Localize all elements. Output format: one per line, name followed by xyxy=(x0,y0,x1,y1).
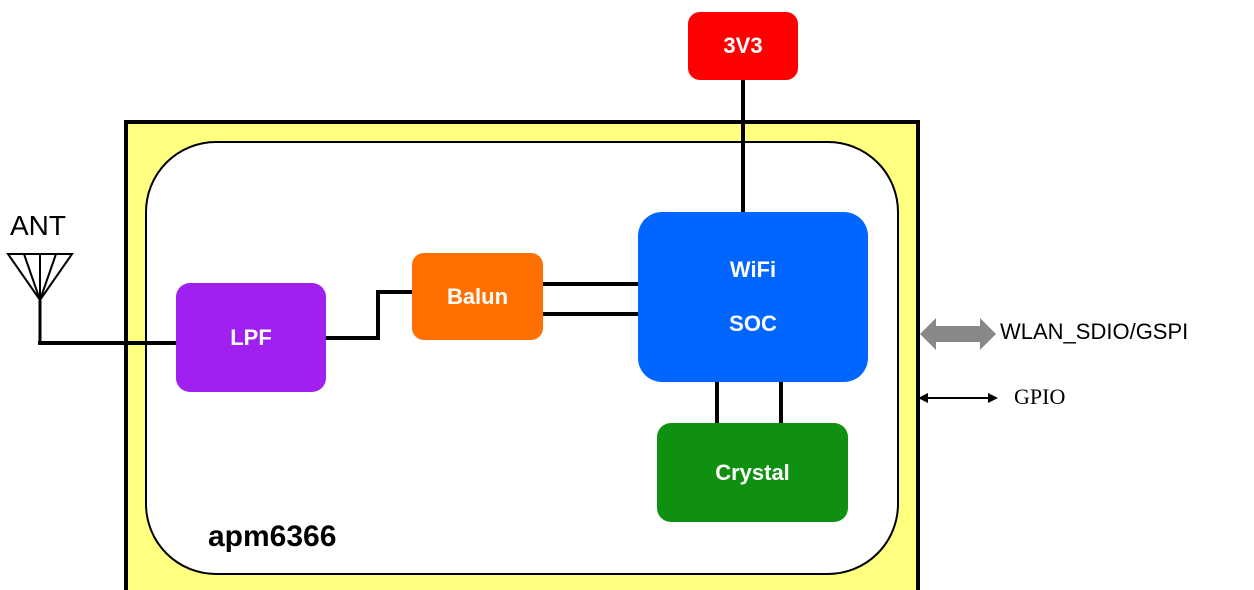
bus-interface-label: WLAN_SDIO/GSPI xyxy=(1000,319,1189,344)
crystal-block: Crystal xyxy=(657,423,848,522)
antenna-label: ANT xyxy=(10,210,66,241)
balun-block: Balun xyxy=(412,253,543,340)
soc-label-line2: SOC xyxy=(729,311,777,336)
antenna-icon xyxy=(6,253,74,343)
lpf-balun-line xyxy=(324,290,414,340)
module-name: apm6366 xyxy=(208,520,337,553)
gpio-label: GPIO xyxy=(1014,384,1066,409)
lpf-block: LPF xyxy=(176,283,326,392)
power-3v3-block: 3V3 xyxy=(688,12,798,80)
gpio-double-arrow-icon xyxy=(918,393,998,403)
bus-double-arrow-icon xyxy=(920,318,996,350)
soc-label-line1: WiFi xyxy=(729,257,777,282)
wifi-soc-block: WiFi SOC xyxy=(638,212,868,382)
